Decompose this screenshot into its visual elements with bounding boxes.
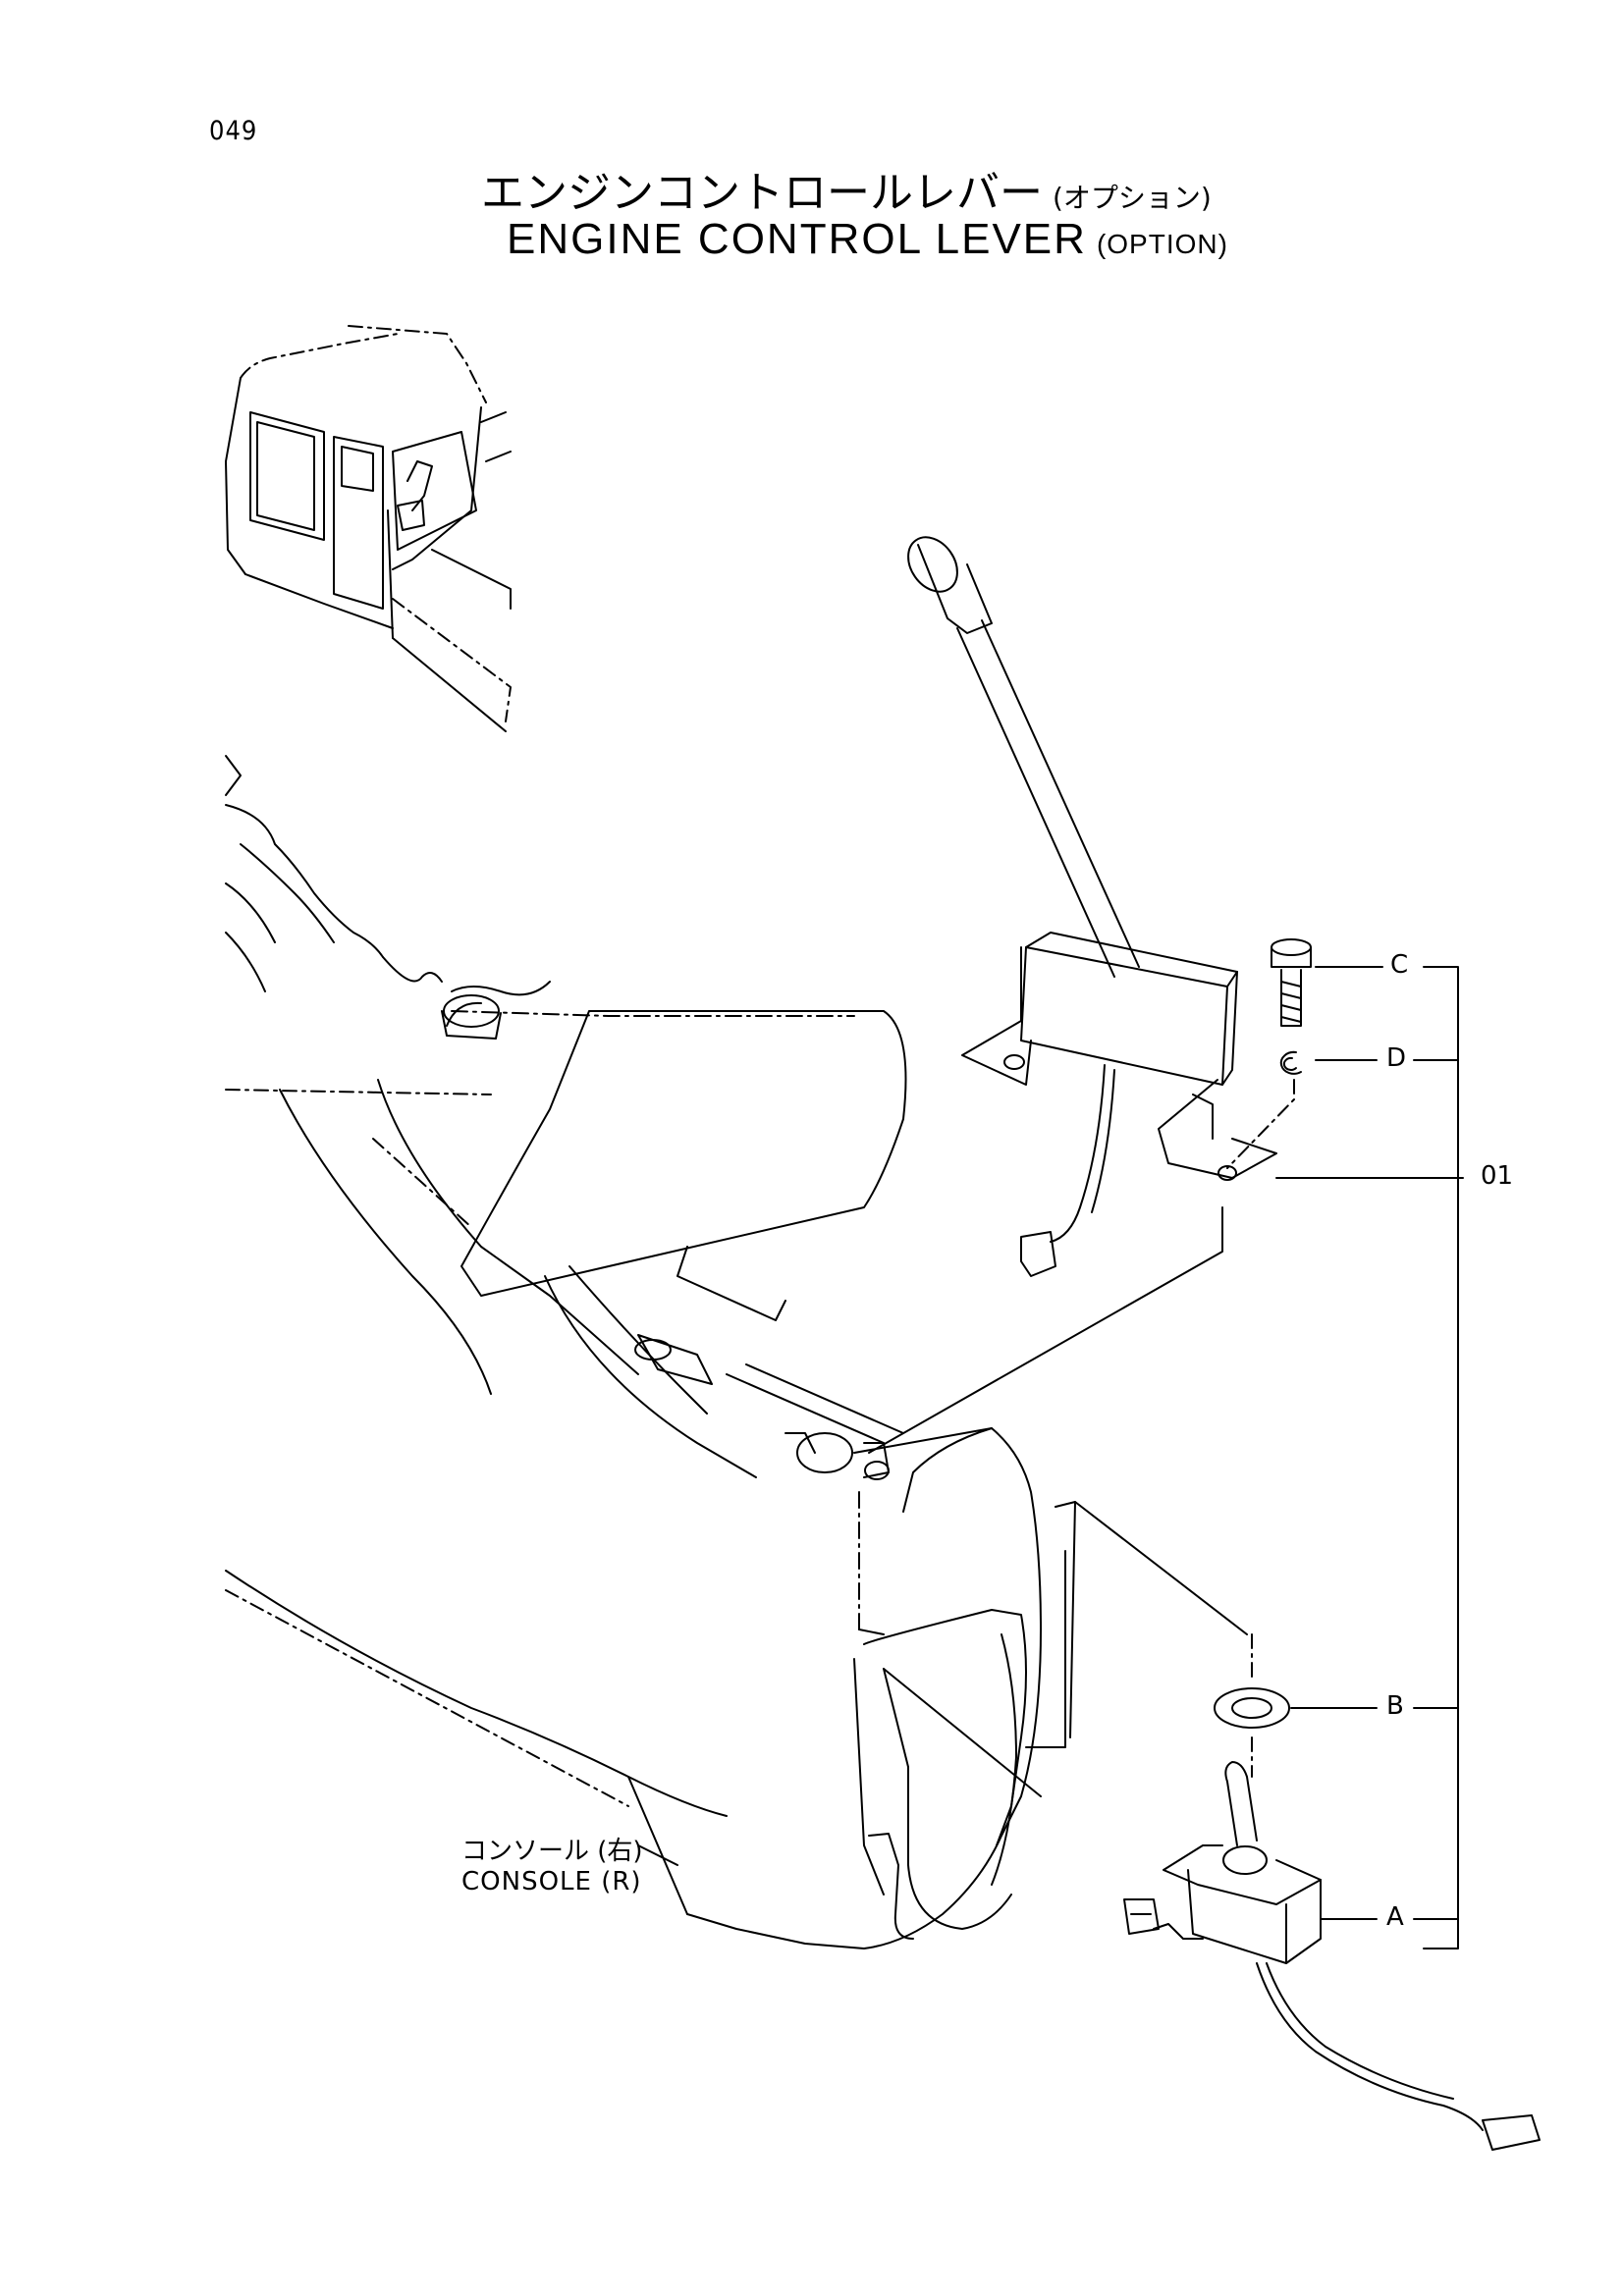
callout-a: A [1384, 1902, 1406, 1932]
title-japanese: エンジンコントロールレバー (オプション) [481, 157, 1212, 220]
callout-b: B [1384, 1691, 1406, 1721]
switch-a-drawing [1123, 1761, 1541, 2151]
callout-d: D [1384, 1043, 1409, 1073]
console-label-jp: コンソール (右) [461, 1837, 643, 1866]
title-en-main: ENGINE CONTROL LEVER [507, 215, 1087, 263]
title-jp-main: エンジンコントロールレバー [481, 168, 1043, 218]
console-label-en: CONSOLE (R) [461, 1867, 642, 1896]
cab-inset-drawing [225, 325, 512, 732]
washer-d-drawing [1279, 1050, 1302, 1075]
callout-c: C [1388, 950, 1411, 980]
console-drawing [225, 755, 1066, 1949]
callout-01: 01 [1479, 1161, 1516, 1191]
grommet-b-drawing [1214, 1633, 1290, 1778]
page-number: 049 [209, 116, 258, 146]
bolt-c-drawing [1271, 938, 1312, 1027]
title-english: ENGINE CONTROL LEVER (OPTION) [507, 215, 1228, 264]
leader-lines [1275, 966, 1464, 1949]
lever-assembly-drawing [907, 536, 1277, 1277]
title-jp-sub: (オプション) [1053, 182, 1212, 214]
title-en-sub: (OPTION) [1096, 229, 1228, 259]
